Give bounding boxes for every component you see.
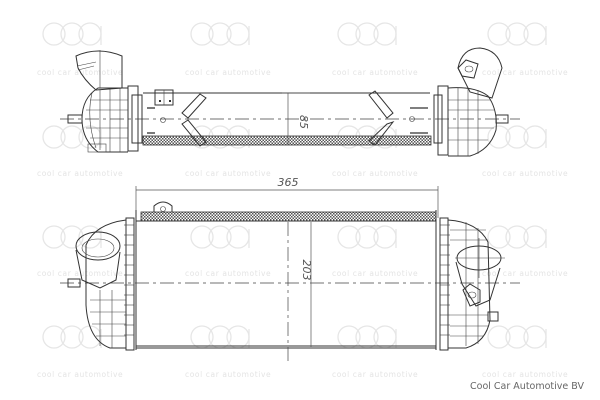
dimension-85: 85 [297, 115, 310, 129]
watermark-text: cool car automotive [37, 68, 123, 77]
watermark-text: cool car automotive [482, 370, 568, 379]
right-tank-fins [440, 224, 450, 336]
watermark-text: cool car automotive [332, 68, 418, 77]
dimension-365: 365 [278, 176, 299, 189]
watermark-text: cool car automotive [482, 68, 568, 77]
watermark-text: cool car automotive [332, 169, 418, 178]
watermark-text: cool car automotive [37, 169, 123, 178]
watermark-text: cool car automotive [37, 269, 123, 278]
front-view: 203 [60, 201, 520, 362]
watermark-text: cool car automotive [37, 370, 123, 379]
watermark-layer: cool car automotive cool car automotive … [37, 22, 568, 379]
left-tank-fins [124, 224, 134, 336]
watermark-text: cool car automotive [185, 169, 271, 178]
dimension-203: 203 [300, 260, 313, 281]
width-dimension: 365 [135, 176, 439, 218]
watermark-text: cool car automotive [482, 269, 568, 278]
watermark-text: cool car automotive [185, 370, 271, 379]
company-credit: Cool Car Automotive BV [470, 381, 584, 392]
watermark-text: cool car automotive [332, 370, 418, 379]
top-view: 85 [60, 47, 520, 157]
watermark-text: cool car automotive [185, 68, 271, 77]
watermark-text: cool car automotive [185, 269, 271, 278]
watermark-text: cool car automotive [332, 269, 418, 278]
watermark-text: cool car automotive [482, 169, 568, 178]
